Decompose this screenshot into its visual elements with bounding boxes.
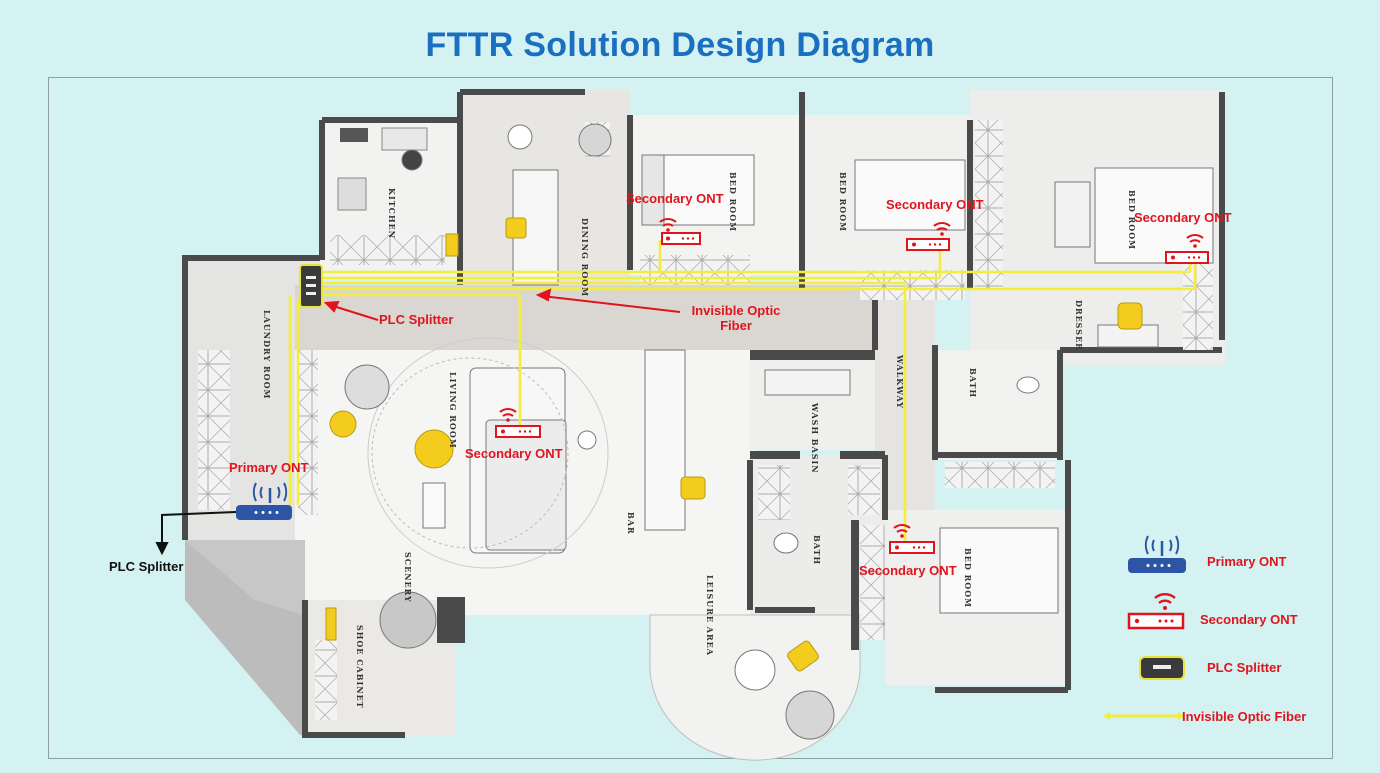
label-arrows — [323, 288, 681, 321]
room-label-bed-room-2: BED ROOM — [838, 172, 848, 233]
legend-plc-splitter-icon — [1139, 656, 1185, 680]
room-label-laundry-room: LAUNDRY ROOM — [262, 310, 272, 400]
label-primary-ont: Primary ONT — [229, 460, 309, 475]
room-label-bath-2: BATH — [812, 535, 822, 566]
room-label-leisure-area: LEISURE AREA — [705, 575, 715, 656]
label-plc-splitter-outside: PLC Splitter — [109, 559, 184, 574]
legend-primary-ont-label: Primary ONT — [1207, 554, 1287, 569]
secondary-ont-dining-icon — [659, 218, 701, 245]
legend-primary-ont-icon — [1128, 535, 1186, 573]
feeder-cable — [155, 511, 237, 556]
label-secondary-ont-living: Secondary ONT — [465, 446, 563, 461]
room-label-dining-room: DINING ROOM — [580, 218, 590, 298]
legend-plc-splitter-label: PLC Splitter — [1207, 660, 1282, 675]
room-label-bar: BAR — [626, 512, 636, 535]
room-label-bath-1: BATH — [968, 368, 978, 399]
label-invisible-optic-fiber-line1: Invisible Optic — [691, 303, 781, 318]
room-label-scenery: SCENERY — [403, 552, 413, 603]
room-label-living-room: LIVING ROOM — [448, 372, 458, 449]
optic-fiber — [288, 240, 1197, 548]
room-label-dresser: DRESSER — [1074, 300, 1084, 351]
room-label-wash-basin: WASH BASIN — [810, 403, 820, 474]
label-secondary-ont-bed4: Secondary ONT — [859, 563, 957, 578]
secondary-ont-living-icon — [495, 408, 541, 438]
label-invisible-optic-fiber-line2: Fiber — [720, 318, 752, 333]
primary-ont-icon — [236, 482, 292, 520]
room-label-walkway: WALKWAY — [895, 355, 905, 409]
secondary-ont-bed4-icon — [889, 524, 935, 554]
plc-splitter-device — [299, 264, 323, 308]
room-label-shoe-cabinet: SHOE CABINET — [355, 625, 365, 709]
cabinets — [198, 120, 1213, 720]
secondary-ont-master-icon — [1165, 234, 1209, 264]
legend-invisible-fiber-label: Invisible Optic Fiber — [1182, 709, 1307, 724]
label-invisible-optic-fiber: Invisible Optic Fiber — [684, 303, 788, 333]
secondary-ont-bed2-icon — [906, 222, 951, 251]
furniture — [344, 123, 1214, 740]
diagram-title: FTTR Solution Design Diagram — [425, 26, 935, 64]
room-label-kitchen: KITCHEN — [387, 188, 397, 239]
walls — [182, 89, 1225, 738]
room-label-bed-room-3: BED ROOM — [1127, 190, 1137, 251]
label-secondary-ont-bed2: Secondary ONT — [886, 197, 984, 212]
legend-fiber-icon — [1103, 712, 1185, 720]
label-secondary-ont-master: Secondary ONT — [1134, 210, 1232, 225]
room-label-bed-room-4: BED ROOM — [963, 548, 973, 609]
legend-secondary-ont-icon — [1127, 593, 1185, 630]
yellow-accents — [325, 217, 1143, 672]
room-label-bed-room-1: BED ROOM — [728, 172, 738, 233]
label-secondary-ont-dining: Secondary ONT — [626, 191, 724, 206]
legend-secondary-ont-label: Secondary ONT — [1200, 612, 1298, 627]
label-plc-splitter-plan: PLC Splitter — [379, 312, 454, 327]
